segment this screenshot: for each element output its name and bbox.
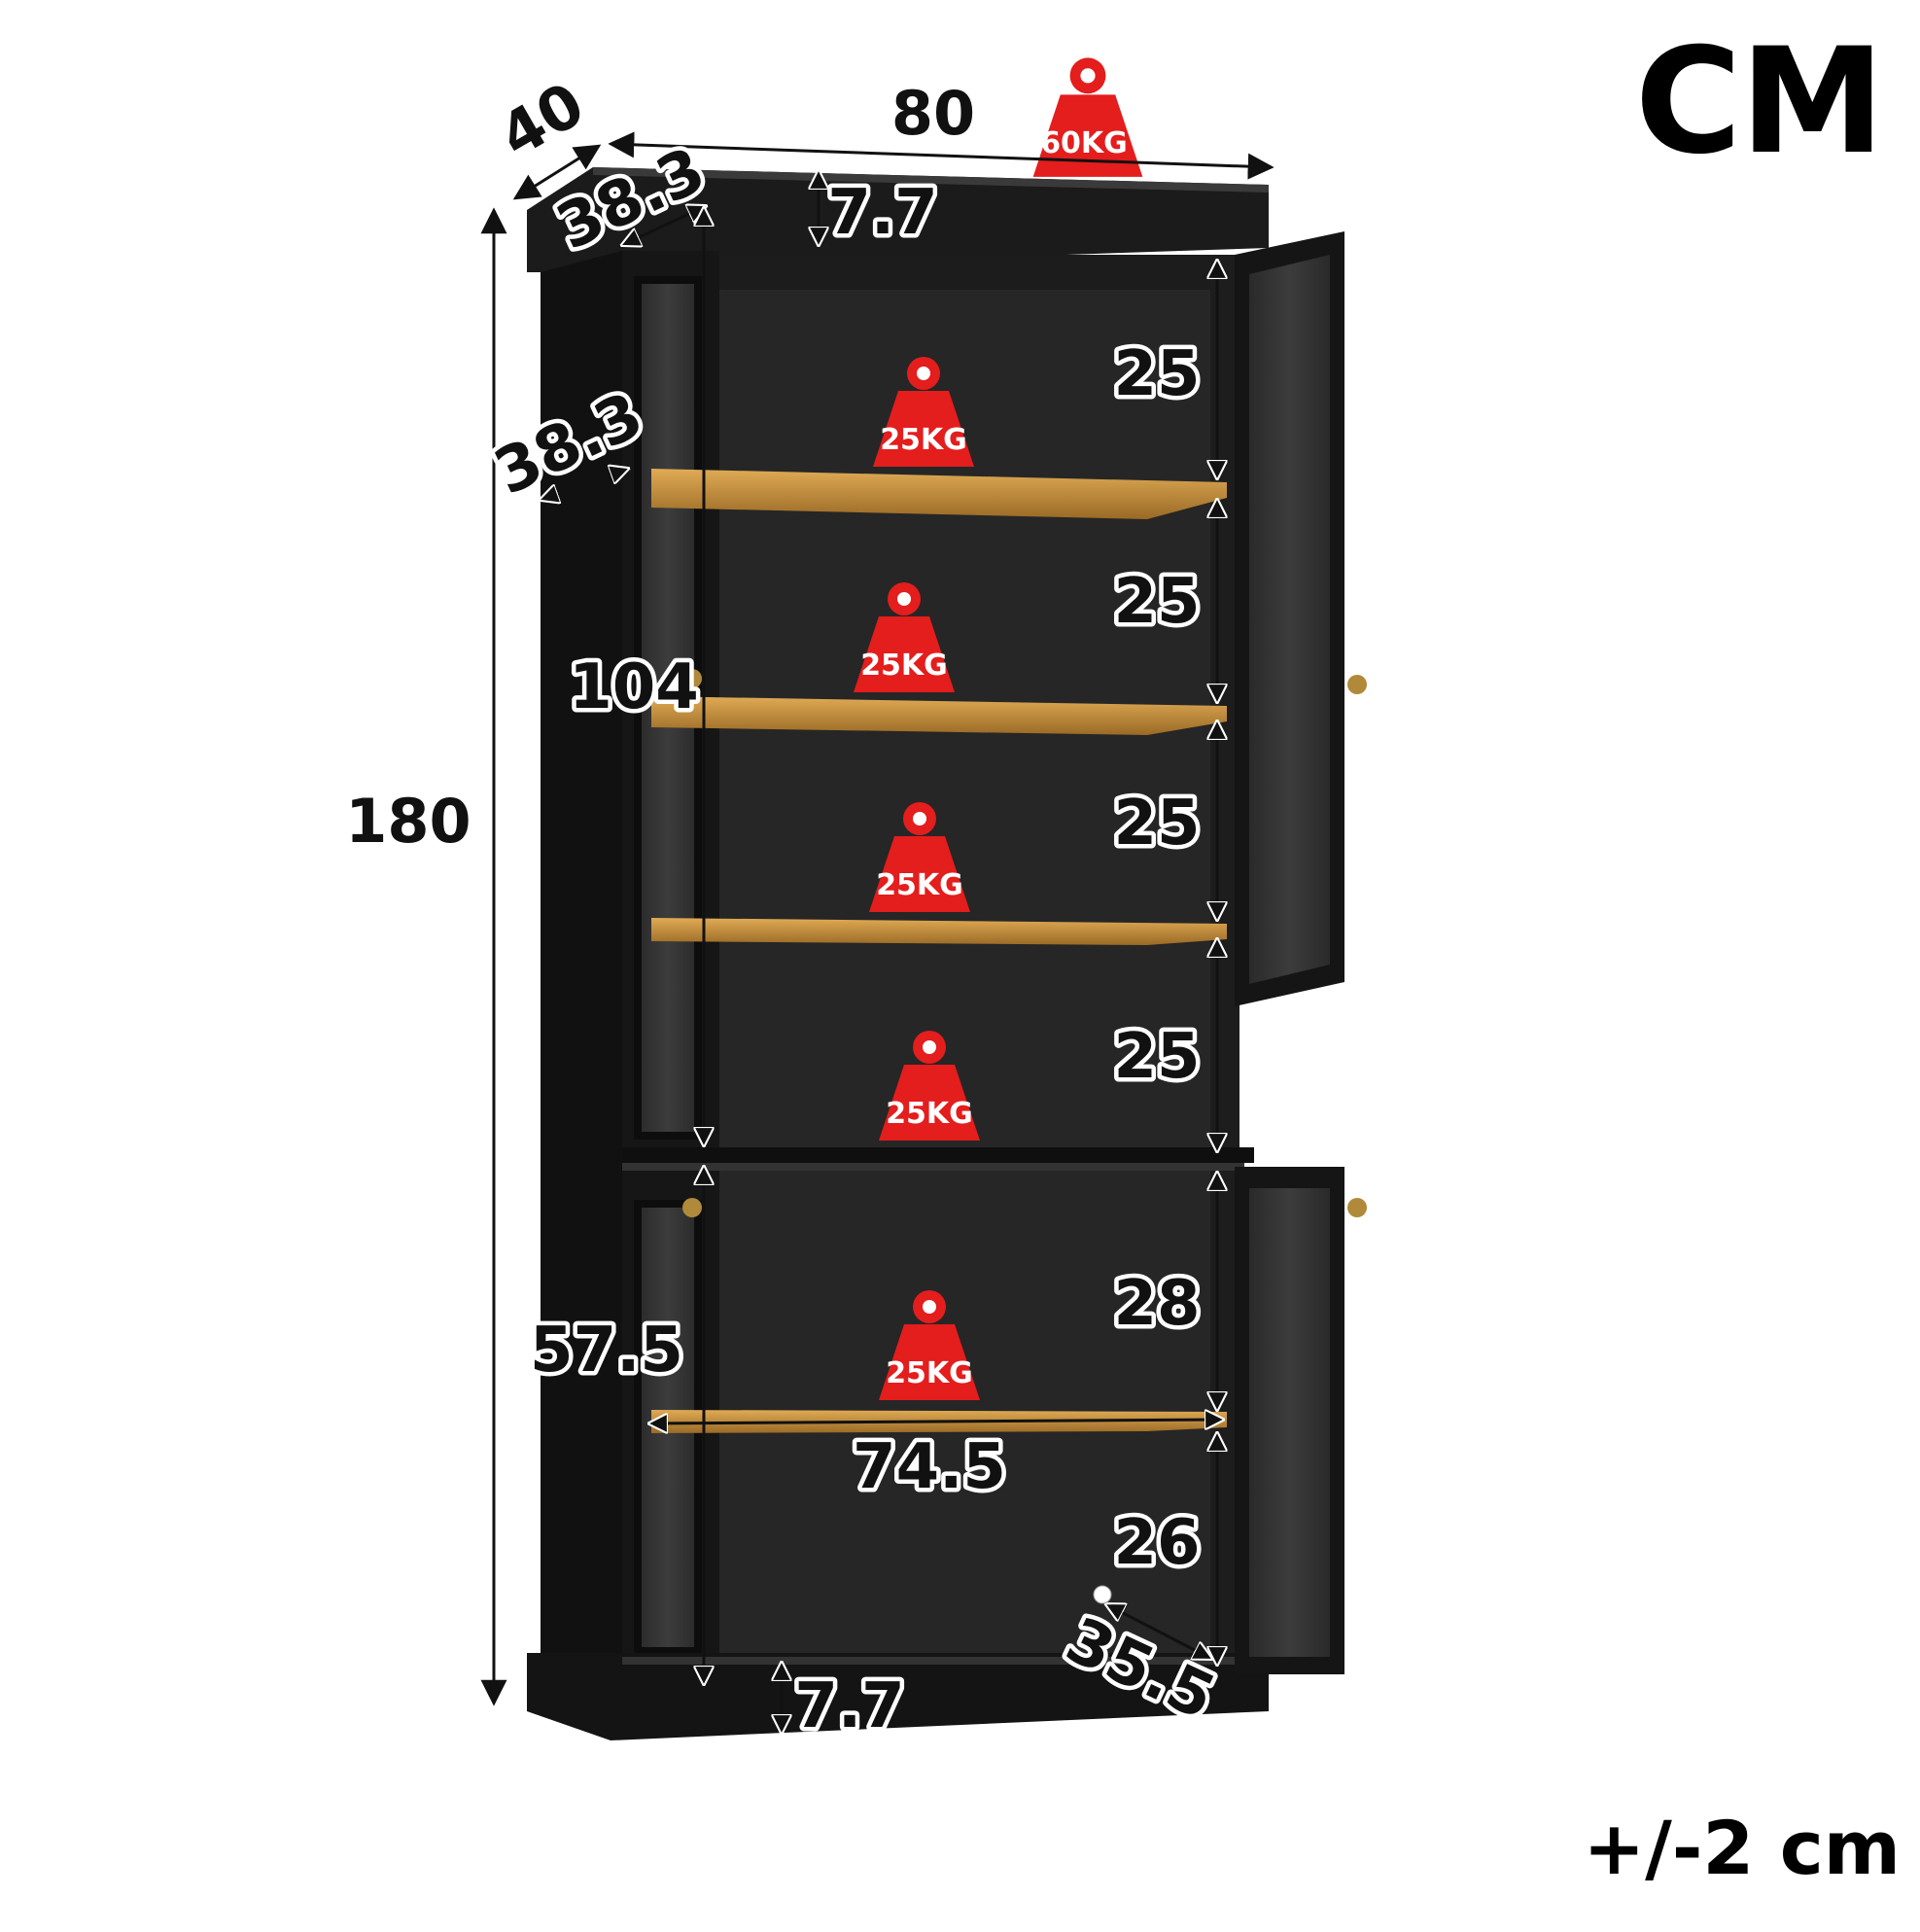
weight-label-shelf-5: 25KG bbox=[886, 1356, 973, 1390]
inner-dimension-lines bbox=[541, 171, 1223, 1733]
base-height-label: 7.7 bbox=[794, 1670, 904, 1742]
bottom-inner-depth-dim-line bbox=[1106, 1604, 1211, 1659]
depth-outer-label: 40 bbox=[488, 68, 596, 171]
width-outer-label: 80 bbox=[891, 78, 975, 149]
inner-width-dim-line bbox=[649, 1420, 1223, 1423]
tolerance-note: +/-2 cm bbox=[1583, 1805, 1901, 1891]
bottom-depth-anchor-dot bbox=[1093, 1585, 1112, 1604]
depth-dim-line bbox=[512, 144, 602, 200]
weight-label-shelf-1: 25KG bbox=[880, 423, 967, 457]
shelf-gap-6-label: 26 bbox=[1113, 1507, 1200, 1579]
shelf-gap-1-label: 25 bbox=[1113, 338, 1200, 410]
shelf-2 bbox=[651, 696, 1227, 735]
weight-label-shelf-3: 25KG bbox=[876, 868, 963, 902]
inner-width-label: 74.5 bbox=[853, 1431, 1006, 1503]
weight-badge-shelf-1: 25KG bbox=[873, 357, 974, 467]
shelf-gap-5-label: 28 bbox=[1113, 1268, 1200, 1340]
shelf-1 bbox=[651, 469, 1227, 519]
shelf-gap-4-label: 25 bbox=[1113, 1021, 1200, 1093]
weight-label-shelf-4: 25KG bbox=[886, 1097, 973, 1131]
top-crown-height-label: 7.7 bbox=[827, 177, 937, 249]
height-outer-label: 180 bbox=[345, 786, 471, 857]
lower-section-height-label: 57.5 bbox=[530, 1315, 683, 1387]
shelf-3 bbox=[651, 918, 1227, 945]
inner-depth-top-dim-line bbox=[622, 206, 706, 245]
shelf-gap-3-label: 25 bbox=[1113, 788, 1200, 860]
outer-dimensions bbox=[480, 131, 1274, 1706]
upper-section-height-label: 104 bbox=[569, 651, 699, 723]
weight-badge-shelf-5: 25KG bbox=[879, 1290, 980, 1400]
weight-badge-shelf-4: 25KG bbox=[879, 1031, 980, 1141]
weight-badge-shelf-2: 25KG bbox=[854, 582, 955, 692]
shelf-gap-2-label: 25 bbox=[1113, 566, 1200, 638]
width-dim-line bbox=[608, 131, 1274, 180]
weight-label-top: 60KG bbox=[1040, 126, 1128, 160]
inner-depth-side-dim-line bbox=[541, 469, 628, 500]
unit-label: CM bbox=[1634, 18, 1885, 187]
weight-label-shelf-2: 25KG bbox=[860, 649, 948, 683]
weight-badge-shelf-3: 25KG bbox=[869, 802, 970, 912]
